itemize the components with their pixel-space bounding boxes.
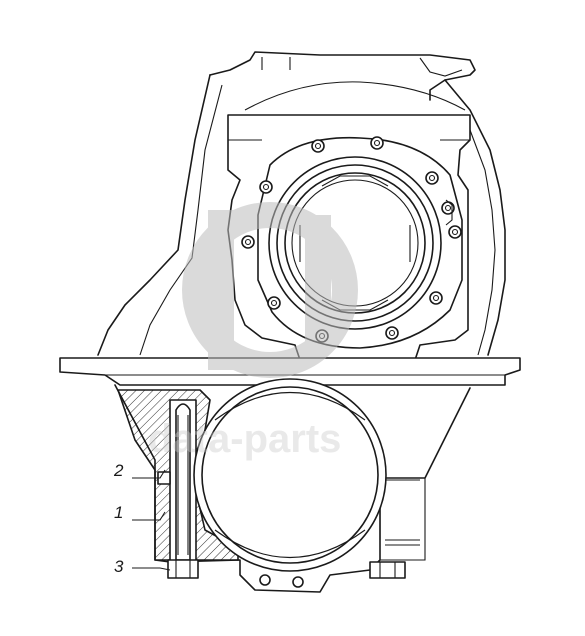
- watermark: data-parts: [148, 202, 358, 461]
- callout-2: 2: [113, 461, 124, 480]
- lower-bore: [193, 378, 387, 572]
- callout-3: 3: [114, 557, 124, 576]
- callout-leaders: [132, 469, 171, 571]
- callout-1: 1: [114, 503, 123, 522]
- watermark-text: data-parts: [148, 417, 341, 461]
- right-bolt: [369, 561, 406, 579]
- hatched-section: [117, 389, 239, 579]
